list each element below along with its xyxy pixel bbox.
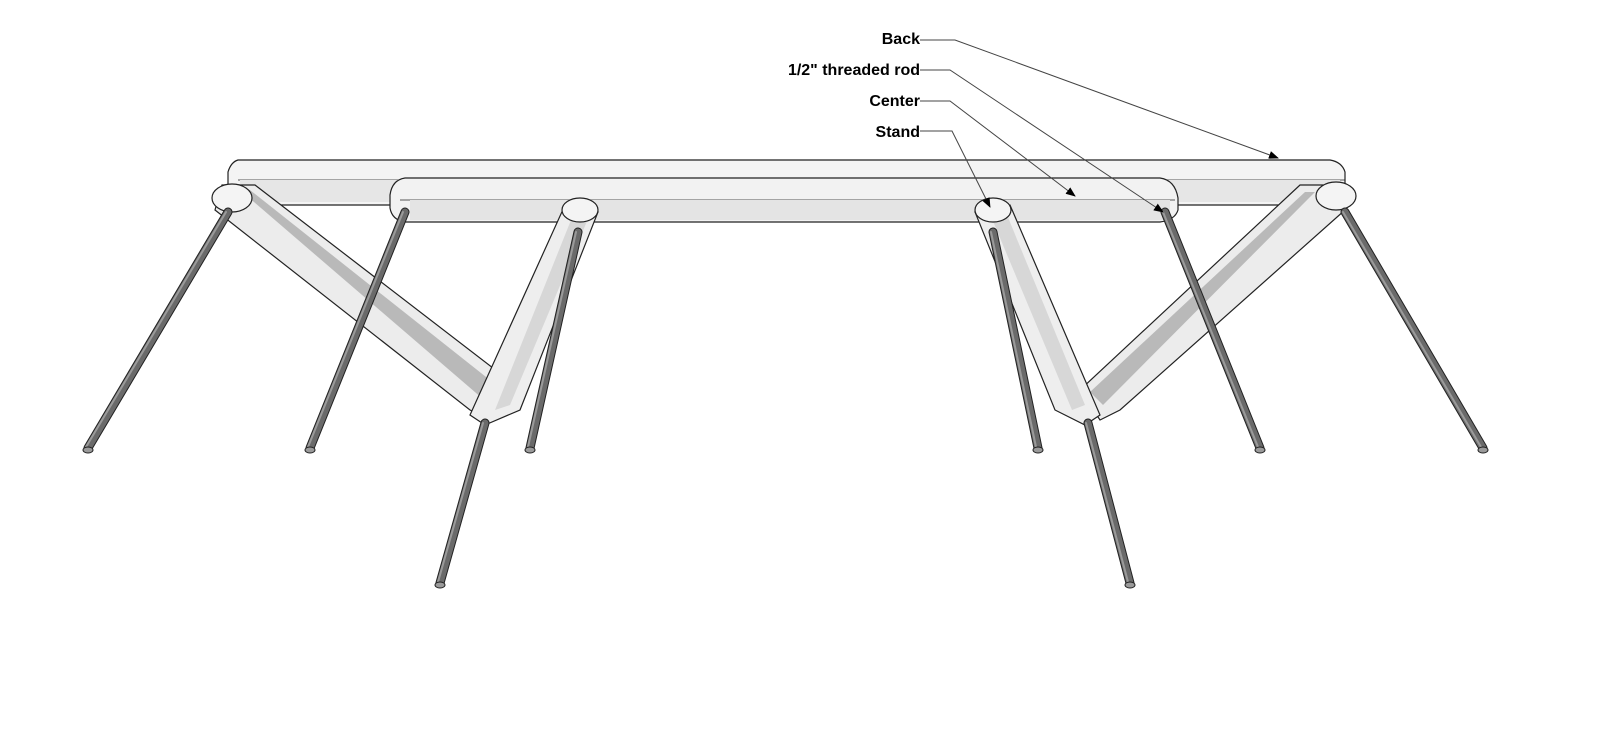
rod-end-cap [1477,446,1489,454]
rod-end-cap [1254,446,1266,454]
right-inner-stand [974,197,1101,426]
rod-end-cap [1124,581,1136,589]
threaded-rods [82,207,1489,589]
leader-threaded-rod [920,69,1164,213]
threaded-rod-5 [988,227,1043,453]
callout-leaders [920,39,1279,213]
callout-label-center: Center [869,93,920,110]
callout-label-back: Back [881,31,920,48]
threaded-rod-1 [83,207,233,453]
threaded-rod-2 [305,207,410,453]
leader-stand [920,130,991,208]
leader-center [920,100,1076,197]
threaded-rod-6 [1083,418,1135,588]
rod-end-cap [434,581,446,589]
callout-label-stand: Stand [875,124,920,141]
rod-end-cap [304,446,316,454]
threaded-rod-4 [435,418,490,588]
rod-end-cap [524,446,536,454]
rod-end-cap [1032,446,1044,454]
threaded-rod-7 [1160,207,1265,453]
left-inner-stand [469,197,599,426]
rod-end-cap [82,446,94,454]
threaded-rod-8 [1340,207,1488,453]
threaded-rod-3 [525,227,583,453]
callout-label-threaded-rod: 1/2" threaded rod [787,62,920,79]
leader-back [920,39,1279,159]
